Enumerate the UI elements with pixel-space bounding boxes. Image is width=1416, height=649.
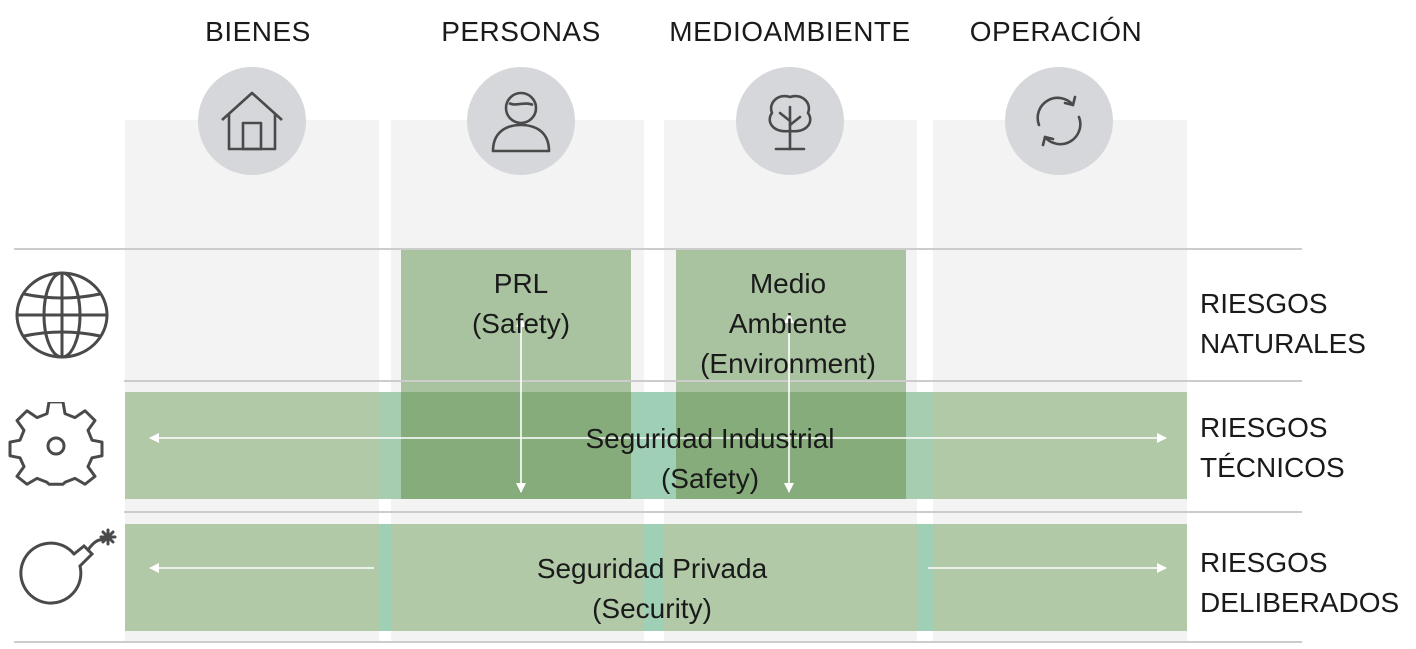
box-seguridad-industrial-line2: (Safety)	[660, 463, 760, 494]
divider-technical-deliberate	[124, 511, 1302, 513]
row-label-tecnicos-line2: TÉCNICOS	[1200, 452, 1345, 483]
box-seguridad-privada-text: Seguridad Privada (Security)	[452, 549, 852, 629]
box-prl-text: PRL (Safety)	[401, 264, 641, 344]
column-icon-circle-medioambiente	[736, 67, 844, 175]
person-icon	[491, 91, 551, 153]
divider-top	[14, 248, 1302, 250]
refresh-cycle-icon	[1036, 95, 1082, 147]
column-icon-circle-operacion	[1005, 67, 1113, 175]
row-label-naturales-line2: NATURALES	[1200, 328, 1366, 359]
column-heading-operacion: OPERACIÓN	[969, 16, 1143, 47]
row-label-naturales-line1: RIESGOS	[1200, 288, 1328, 319]
globe-icon	[15, 271, 109, 359]
box-seguridad-industrial-line1: Seguridad Industrial	[585, 423, 835, 454]
box-medio-ambiente-line2: Ambiente	[728, 308, 848, 339]
band-gap-left-privada	[379, 524, 391, 631]
band-gap-left-industrial	[379, 392, 401, 499]
row-label-deliberados: RIESGOS DELIBERADOS	[1200, 543, 1399, 623]
gear-icon	[8, 402, 104, 486]
box-medio-ambiente-text: Medio Ambiente (Environment)	[668, 264, 908, 384]
row-label-tecnicos-line1: RIESGOS	[1200, 412, 1328, 443]
band-gap-mid-industrial	[631, 392, 676, 499]
column-heading-medioambiente: MEDIOAMBIENTE	[669, 16, 911, 47]
divider-natural-technical	[124, 380, 1302, 382]
box-seguridad-privada-line2: (Security)	[592, 593, 712, 624]
tree-icon	[768, 94, 812, 151]
box-medio-ambiente-line1: Medio	[749, 268, 827, 299]
row-label-tecnicos: RIESGOS TÉCNICOS	[1200, 408, 1345, 488]
column-heading-personas: PERSONAS	[441, 16, 601, 47]
row-label-naturales: RIESGOS NATURALES	[1200, 284, 1366, 364]
box-seguridad-privada-line1: Seguridad Privada	[536, 553, 768, 584]
box-prl-line2: (Safety)	[471, 308, 571, 339]
box-seguridad-industrial-text: Seguridad Industrial (Safety)	[510, 419, 910, 499]
box-medio-ambiente-line3: (Environment)	[700, 348, 876, 379]
box-prl-line1: PRL	[493, 268, 549, 299]
divider-bottom	[14, 641, 1302, 643]
band-gap-right-industrial	[906, 392, 933, 499]
row-label-deliberados-line1: RIESGOS	[1200, 547, 1328, 578]
house-icon	[221, 91, 283, 151]
row-label-deliberados-line2: DELIBERADOS	[1200, 587, 1400, 618]
bomb-icon	[19, 528, 117, 605]
band-gap-mid-privada	[644, 524, 664, 631]
column-icon-circle-personas	[467, 67, 575, 175]
column-heading-bienes: BIENES	[205, 16, 311, 47]
column-icon-circle-bienes	[198, 67, 306, 175]
band-gap-right-privada	[917, 524, 933, 631]
